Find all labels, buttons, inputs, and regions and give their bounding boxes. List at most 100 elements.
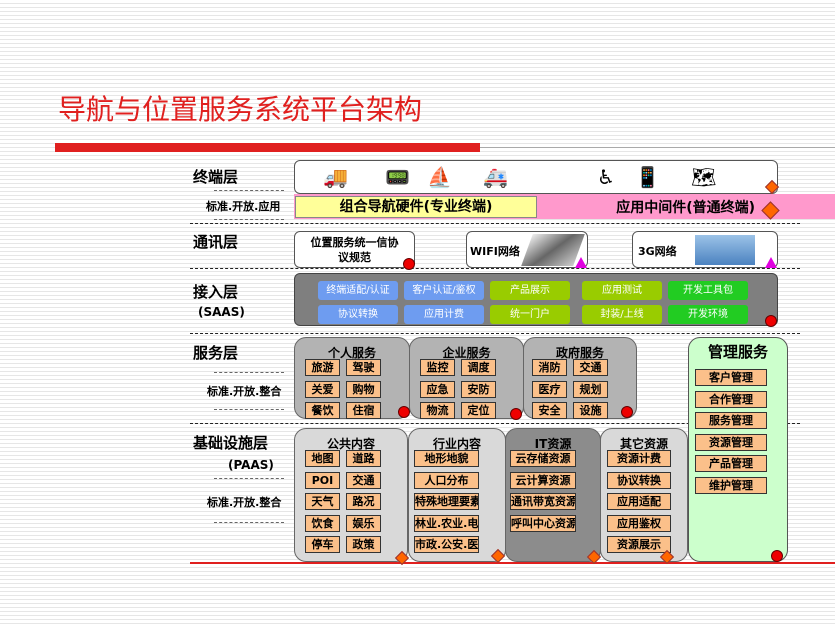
item-cell[interactable]: 医疗: [532, 380, 567, 398]
item-cell[interactable]: 购物: [346, 380, 381, 398]
access-button[interactable]: 开发环境: [668, 305, 748, 324]
item-cell[interactable]: 天气: [305, 493, 340, 510]
ambulance-icon: 🚑: [483, 165, 508, 189]
divider: [190, 333, 800, 334]
3g-box: 3G网络: [632, 231, 778, 268]
item-cell[interactable]: 资源计费: [607, 450, 671, 467]
item-cell[interactable]: 应急: [420, 380, 455, 398]
layer-label-terminal: 终端层: [193, 168, 239, 186]
panel-title: 行业内容: [432, 437, 481, 451]
item-cell[interactable]: 特殊地理要素: [414, 493, 479, 510]
item-cell[interactable]: 规划: [573, 380, 608, 398]
page-title: 导航与位置服务系统平台架构: [58, 93, 423, 126]
item-cell[interactable]: 地形地貌: [414, 450, 479, 467]
divider: [190, 223, 800, 224]
item-cell[interactable]: 人口分布: [414, 471, 479, 489]
item-cell[interactable]: 地图: [305, 450, 340, 467]
panel-title: 企业服务: [442, 346, 491, 360]
item-cell[interactable]: 政策: [346, 536, 381, 553]
access-button[interactable]: 开发工具包: [668, 281, 748, 300]
item-cell[interactable]: 定位: [461, 402, 496, 419]
access-sub: (SAAS): [198, 305, 245, 319]
triangle-marker: [765, 257, 777, 268]
title-underline: [55, 143, 480, 152]
item-cell[interactable]: 驾驶: [346, 359, 381, 376]
navigator-icon: 🗺: [691, 165, 717, 189]
item-cell[interactable]: 资源管理: [695, 433, 767, 451]
item-cell[interactable]: 协议转换: [607, 471, 671, 489]
red-dot-marker: [403, 258, 415, 270]
item-cell[interactable]: 旅游: [305, 359, 340, 376]
item-cell[interactable]: 资源展示: [607, 536, 671, 553]
access-button[interactable]: 封装/上线: [582, 305, 662, 324]
item-cell[interactable]: 娱乐: [346, 514, 381, 532]
layer-label-comm: 通讯层: [193, 233, 239, 251]
item-cell[interactable]: 产品管理: [695, 455, 767, 472]
item-cell[interactable]: 安防: [461, 380, 496, 398]
item-cell[interactable]: 市政.公安.医疗: [414, 536, 479, 553]
red-dot-marker: [765, 315, 777, 327]
gps-handheld-icon: 📟: [385, 165, 410, 189]
red-dot-marker: [510, 408, 522, 420]
wheelchair-icon: ♿: [597, 165, 615, 189]
panel-title: IT资源: [534, 437, 572, 451]
item-cell[interactable]: 合作管理: [695, 390, 767, 408]
layer-label-service: 服务层: [193, 344, 239, 362]
item-cell[interactable]: 餐饮: [305, 402, 340, 419]
terminal-note: 标准.开放.应用: [206, 200, 281, 213]
access-button[interactable]: 统一门户: [490, 305, 570, 324]
item-cell[interactable]: 停车: [305, 536, 340, 553]
bottom-line: [190, 562, 835, 564]
item-cell[interactable]: 住宿: [346, 402, 381, 419]
item-cell[interactable]: 路况: [346, 493, 381, 510]
layer-label-access: 接入层: [193, 283, 239, 301]
panel-title: 公共内容: [326, 437, 375, 451]
3g-label: 3G网络: [638, 245, 677, 258]
tower-icon: [695, 235, 755, 265]
protocol-box: 位置服务统一信协议规范: [294, 231, 415, 268]
item-cell[interactable]: 应用适配: [607, 493, 671, 510]
item-cell[interactable]: POI: [305, 471, 340, 489]
item-cell[interactable]: 云计算资源: [510, 471, 576, 489]
item-cell[interactable]: 饮食: [305, 514, 340, 532]
item-cell[interactable]: 消防: [532, 359, 567, 376]
service-note: 标准.开放.整合: [207, 385, 282, 398]
terminal-devices-box: 🚚 📟 ⛵ 🚑 ♿ 📱 🗺: [294, 160, 778, 194]
item-cell[interactable]: 云存储资源: [510, 450, 576, 467]
access-button[interactable]: 终端适配/认证: [318, 281, 398, 300]
item-cell[interactable]: 监控: [420, 359, 455, 376]
item-cell[interactable]: 维护管理: [695, 476, 767, 494]
item-cell[interactable]: 物流: [420, 402, 455, 419]
access-button[interactable]: 产品展示: [490, 281, 570, 300]
layer-label-infra: 基础设施层: [193, 434, 269, 452]
double-arrow: [214, 478, 284, 523]
access-button[interactable]: 应用计费: [404, 305, 484, 324]
access-button[interactable]: 客户认证/鉴权: [404, 281, 484, 300]
item-cell[interactable]: 通讯带宽资源: [510, 493, 576, 510]
panel-title: 个人服务: [327, 346, 376, 360]
triangle-marker: [575, 257, 587, 268]
item-cell[interactable]: 关爱: [305, 380, 340, 398]
truck-icon: 🚚: [323, 165, 348, 189]
item-cell[interactable]: 安全: [532, 402, 567, 419]
item-cell[interactable]: 呼叫中心资源: [510, 514, 576, 532]
wifi-box: WIFI网络: [466, 231, 588, 268]
access-button[interactable]: 协议转换: [318, 305, 398, 324]
item-cell[interactable]: 应用鉴权: [607, 514, 671, 532]
item-cell[interactable]: 交通: [573, 359, 608, 376]
access-button[interactable]: 应用测试: [582, 281, 662, 300]
panel-title: 政府服务: [555, 346, 604, 360]
phone-icon: 📱: [635, 165, 660, 189]
item-cell[interactable]: 道路: [346, 450, 381, 467]
item-cell[interactable]: 调度: [461, 359, 496, 376]
infra-sub: (PAAS): [228, 458, 274, 472]
item-cell[interactable]: 客户管理: [695, 369, 767, 386]
protocol-label: 位置服务统一信协议规范: [310, 236, 399, 264]
double-arrow: [214, 190, 284, 220]
item-cell[interactable]: 林业.农业.电力: [414, 514, 479, 532]
item-cell[interactable]: 服务管理: [695, 412, 767, 429]
middleware-label: 应用中间件(普通终端): [616, 200, 755, 216]
item-cell[interactable]: 交通: [346, 471, 381, 489]
infra-note: 标准.开放.整合: [207, 496, 282, 509]
item-cell[interactable]: 设施: [573, 402, 608, 419]
